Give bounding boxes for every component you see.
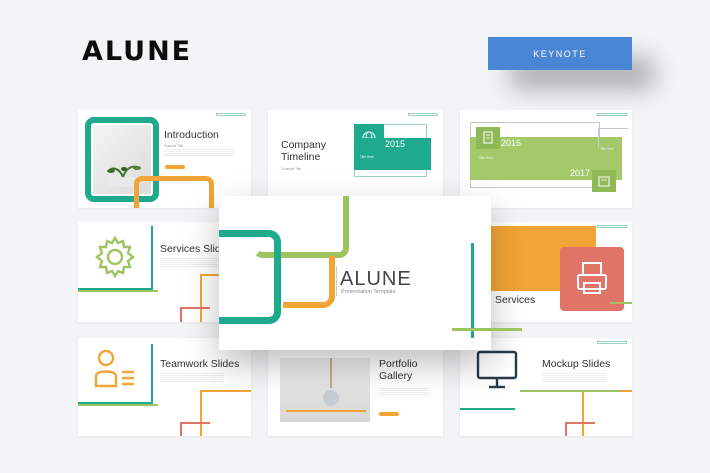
slide-title-line1: Portfolio bbox=[379, 358, 418, 370]
checklist-icon bbox=[598, 176, 610, 187]
slide-body bbox=[160, 258, 224, 268]
keynote-button[interactable]: KEYNOTE bbox=[488, 37, 632, 70]
slide-portfolio[interactable]: Portfolio Gallery bbox=[268, 338, 443, 436]
slide-teamwork[interactable]: Teamwork Slides bbox=[78, 338, 251, 436]
printer-block bbox=[560, 247, 624, 311]
slide-timeline-2[interactable]: 2016 2017 Title Here Title Here bbox=[460, 110, 632, 208]
teal-frame bbox=[85, 117, 159, 202]
green-arc bbox=[253, 196, 349, 258]
orange-line bbox=[200, 390, 251, 436]
slide-title: Mockup Slides bbox=[542, 358, 611, 370]
label-b: Title Here bbox=[600, 147, 614, 151]
gear-icon bbox=[95, 235, 135, 279]
slide-title-line1: Company bbox=[281, 139, 326, 151]
year-label: 2015 bbox=[385, 139, 406, 149]
grey-corner bbox=[598, 128, 628, 148]
green-line bbox=[78, 396, 158, 406]
checklist-block bbox=[592, 170, 616, 192]
slide-title: Services bbox=[495, 294, 536, 306]
box-label: Title Here bbox=[360, 155, 374, 159]
brand-title: ALUNE bbox=[82, 36, 193, 67]
lamp-photo bbox=[280, 358, 370, 422]
slide-company-timeline[interactable]: Company Timeline Example Title 2015 Titl… bbox=[268, 110, 443, 208]
monitor-icon bbox=[476, 350, 518, 389]
slide-tag bbox=[216, 113, 246, 116]
document-block bbox=[476, 127, 500, 149]
teal-arc bbox=[219, 230, 281, 324]
teal-line bbox=[78, 344, 153, 404]
user-list-icon bbox=[94, 349, 134, 388]
orange-line bbox=[286, 410, 366, 412]
green-line bbox=[78, 282, 158, 292]
green-line bbox=[610, 302, 632, 312]
slide-body bbox=[160, 373, 224, 383]
slide-title: Introduction bbox=[164, 129, 219, 141]
slide-small-title: Example Title bbox=[282, 167, 302, 171]
divider bbox=[336, 266, 337, 296]
slide-tag bbox=[408, 113, 438, 116]
featured-slide[interactable]: ALUNE Presentation Template bbox=[219, 196, 491, 350]
slide-tag bbox=[597, 113, 627, 116]
red-line bbox=[180, 422, 210, 436]
slide-pill bbox=[165, 165, 185, 169]
teal-line bbox=[460, 400, 515, 410]
slide-tag bbox=[597, 341, 627, 344]
connector-green bbox=[452, 328, 522, 331]
slide-mockup[interactable]: Mockup Slides bbox=[460, 338, 632, 436]
featured-subtitle: Presentation Template bbox=[341, 289, 396, 295]
document-icon bbox=[483, 131, 493, 144]
year-2017: 2017 bbox=[570, 168, 591, 178]
slide-title-line2: Gallery bbox=[379, 370, 413, 382]
orange-arc bbox=[283, 256, 335, 308]
slide-title: Teamwork Slides bbox=[160, 358, 240, 370]
teal-line bbox=[78, 226, 153, 290]
orange-frame bbox=[134, 176, 214, 208]
year-2016: 2016 bbox=[501, 138, 522, 148]
green-line bbox=[520, 390, 620, 392]
connector-teal bbox=[471, 243, 474, 338]
slide-tag bbox=[597, 225, 627, 228]
slide-body bbox=[379, 388, 429, 396]
printer-icon bbox=[577, 262, 607, 294]
slide-pill bbox=[379, 412, 399, 416]
featured-title: ALUNE bbox=[340, 268, 412, 290]
slide-body bbox=[542, 373, 606, 383]
slide-title-line2: Timeline bbox=[281, 151, 321, 163]
red-line bbox=[565, 422, 595, 436]
slide-body bbox=[164, 149, 234, 157]
slide-introduction[interactable]: Introduction Example Title bbox=[78, 110, 251, 208]
slide-small-title: Example Title bbox=[164, 144, 184, 148]
slide-title: Services Slid bbox=[160, 243, 221, 255]
red-line bbox=[180, 307, 210, 322]
label-a: Title Here bbox=[479, 156, 493, 160]
timeline-box bbox=[354, 138, 431, 170]
